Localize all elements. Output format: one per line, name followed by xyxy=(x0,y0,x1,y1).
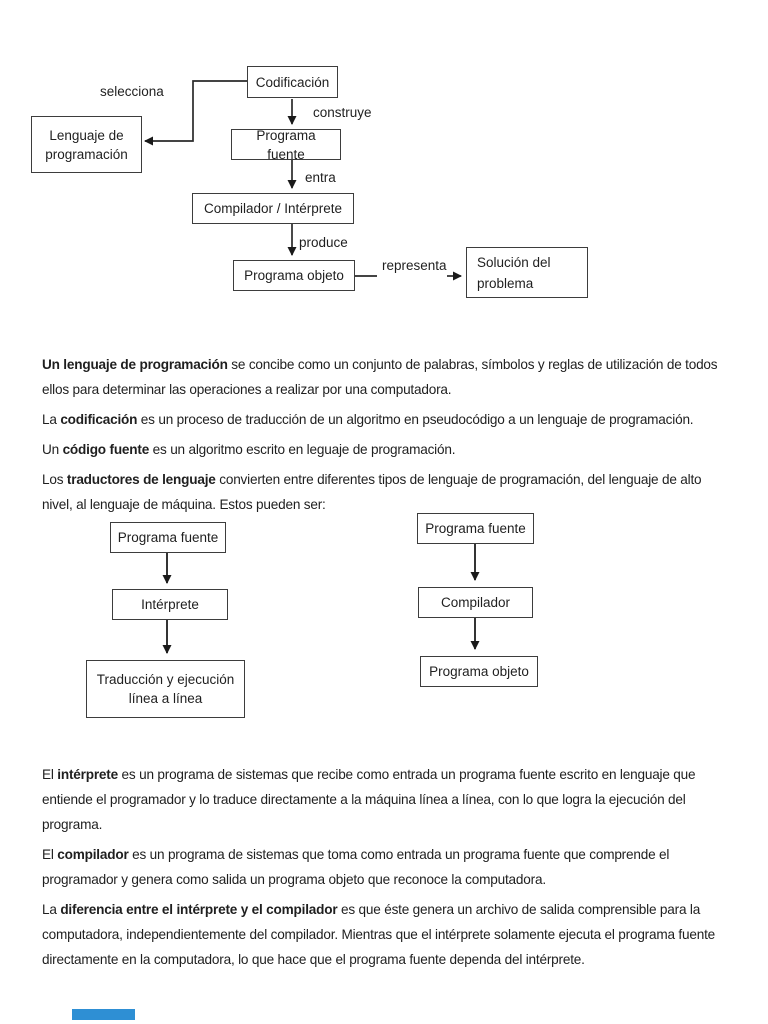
paragraph-interprete: El intérprete es un programa de sistemas… xyxy=(42,767,696,832)
edge-label-representa: representa xyxy=(382,258,447,273)
paragraph-diferencia: La diferencia entre el intérprete y el c… xyxy=(42,902,716,967)
paragraph-traductores: Los traductores de lenguaje convierten e… xyxy=(42,472,702,512)
edge-label-construye: construye xyxy=(313,105,372,120)
node-lenguaje-de-programacion: Lenguaje de programación xyxy=(31,116,142,173)
node-interpreter-flow-traduccion: Traducción y ejecución línea a línea xyxy=(86,660,245,718)
edge-label-selecciona: selecciona xyxy=(100,84,164,99)
node-codificacion: Codificación xyxy=(247,66,338,98)
paragraph-codificacion: La codificación es un proceso de traducc… xyxy=(42,412,694,427)
definitions-text-block: Un lenguaje de programación se concibe c… xyxy=(42,352,734,522)
node-interpreter-flow-interprete: Intérprete xyxy=(112,589,228,620)
paragraph-lenguaje-de-programacion: Un lenguaje de programación se concibe c… xyxy=(42,357,718,397)
node-compiler-flow-compilador: Compilador xyxy=(418,587,533,618)
node-programa-objeto: Programa objeto xyxy=(233,260,355,291)
node-compilador-interprete: Compilador / Intérprete xyxy=(192,193,354,224)
next-page-peek-bar xyxy=(72,1009,135,1020)
node-compiler-flow-programa-objeto: Programa objeto xyxy=(420,656,538,687)
node-programa-fuente: Programa fuente xyxy=(231,128,341,162)
edge-label-entra: entra xyxy=(305,170,336,185)
explanations-text-block: El intérprete es un programa de sistemas… xyxy=(42,762,734,977)
paragraph-compilador: El compilador es un programa de sistemas… xyxy=(42,847,670,887)
node-compiler-flow-programa-fuente: Programa fuente xyxy=(417,513,534,544)
node-solucion-del-problema: Solución del problema xyxy=(466,247,588,298)
edge-label-produce: produce xyxy=(299,235,348,250)
node-interpreter-flow-programa-fuente: Programa fuente xyxy=(110,522,226,553)
paragraph-codigo-fuente: Un código fuente es un algoritmo escrito… xyxy=(42,442,456,457)
